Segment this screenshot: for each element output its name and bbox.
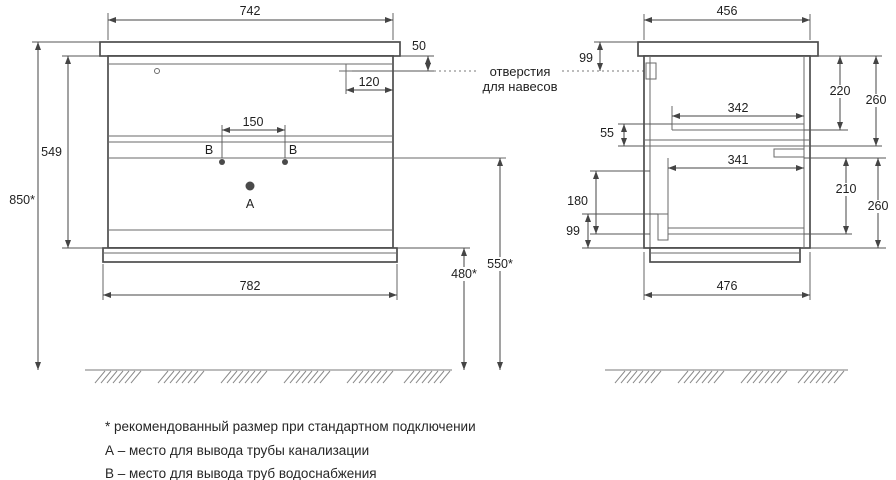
dim-recommended-outlet-height: 550* [483, 158, 517, 370]
dim-supply-spacing: 150 [221, 115, 286, 158]
dim-side-bottom-depth: 476 [643, 252, 811, 300]
dim-label-550: 550* [487, 257, 513, 271]
front-body [107, 55, 394, 249]
dim-label-99-top: 99 [579, 51, 593, 65]
callout-line2: для навесов [482, 79, 557, 94]
side-countertop [637, 41, 819, 57]
hanger-hole-left-icon [154, 68, 160, 74]
dim-hanger-side-offset: 120 [345, 75, 393, 94]
footnotes: * рекомендованный размер при стандартном… [105, 419, 476, 480]
dim-label-782: 782 [240, 279, 261, 293]
marker-b-right: В [289, 143, 297, 157]
dim-label-55: 55 [600, 126, 614, 140]
dim-label-180: 180 [567, 194, 588, 208]
hanger-callout: отверстия для навесов [434, 64, 644, 94]
dim-front-top-width: 742 [107, 4, 394, 40]
dim-label-150: 150 [243, 115, 264, 129]
dim-label-220: 220 [830, 84, 851, 98]
supply-point-right-icon [282, 159, 288, 165]
dim-label-341: 341 [728, 153, 749, 167]
front-view: В В А 742 50 120 150 [9, 4, 517, 370]
dim-label-210: 210 [836, 182, 857, 196]
dim-body-height: 549 [41, 55, 108, 249]
front-cabinet: В В А [99, 41, 506, 263]
dim-label-260-top: 260 [866, 93, 887, 107]
dim-total-height: 850* [9, 41, 100, 370]
dim-label-260-bottom: 260 [868, 199, 889, 213]
ground-right [605, 369, 848, 384]
footnote-marker-a: А – место для вывода трубы канализации [105, 443, 369, 458]
dim-hanger-top-offset: 50 [352, 39, 434, 72]
dim-label-342: 342 [728, 101, 749, 115]
side-hanger-bracket [645, 62, 657, 80]
ground-left [85, 369, 452, 384]
dim-label-549: 549 [41, 145, 62, 159]
side-plinth [649, 247, 801, 263]
dim-label-480: 480* [451, 267, 477, 281]
dim-side-top-depth: 456 [643, 4, 811, 40]
dim-front-bottom-width: 782 [102, 264, 398, 300]
drawer-runner [773, 148, 805, 158]
marker-b-left: В [205, 143, 213, 157]
side-view: 456 99 220 260 55 342 [566, 4, 894, 300]
footnote-recommended: * рекомендованный размер при стандартном… [105, 419, 476, 434]
dim-inner-depth-lower: 341 [668, 153, 804, 171]
dim-outer-bottom-right: 260 [810, 158, 894, 249]
callout-line1: отверстия [490, 64, 551, 79]
dim-bottom-left: 99 [566, 213, 658, 249]
side-body [643, 55, 811, 249]
dim-label-850: 850* [9, 193, 35, 207]
dim-label-742: 742 [240, 4, 261, 18]
dim-inner-depth-upper: 342 [672, 101, 804, 119]
dim-inner-bottom-right: 210 [804, 157, 886, 235]
dim-label-99-bottom: 99 [566, 224, 580, 238]
dim-recommended-bottom-height: 480* [397, 247, 481, 370]
footnote-marker-b: В – место для вывода труб водоснабжения [105, 466, 377, 480]
dim-label-50: 50 [412, 39, 426, 53]
marker-a: А [246, 197, 255, 211]
supply-point-left-icon [219, 159, 225, 165]
pipe-notch [657, 213, 669, 241]
dim-inner-top-right: 220 [804, 55, 882, 131]
dim-label-456: 456 [717, 4, 738, 18]
dim-label-120: 120 [359, 75, 380, 89]
dim-label-476: 476 [717, 279, 738, 293]
dim-lower-left: 180 [567, 170, 650, 235]
side-cabinet [637, 41, 819, 263]
front-countertop [99, 41, 401, 57]
front-plinth [102, 247, 398, 263]
dim-side-hanger-offset: 99 [579, 41, 638, 71]
drain-point-icon [245, 181, 255, 191]
dim-outer-top-right: 260 [810, 56, 892, 147]
dim-shelf-gap: 55 [600, 123, 672, 147]
